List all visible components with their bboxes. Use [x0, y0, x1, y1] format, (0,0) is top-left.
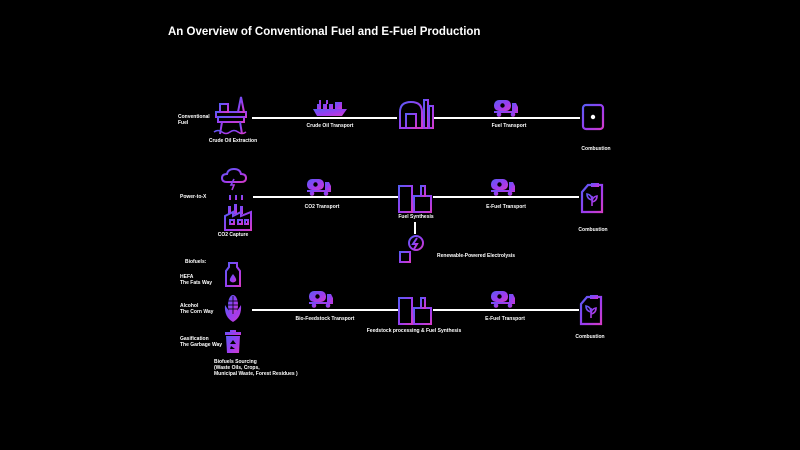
label-fuel-transport: Fuel Transport — [491, 123, 527, 129]
label-combustion-1: Combustion — [581, 146, 611, 152]
flow-line-vertical — [414, 222, 416, 234]
refinery-icon — [398, 99, 434, 129]
electrolysis-icon — [399, 235, 430, 263]
label-bio-feedstock-transport: Bio-Feedstock Transport — [295, 316, 355, 322]
flow-line — [433, 196, 579, 198]
corn-icon — [224, 295, 242, 322]
label-biofuels-sourcing: Biofuels Sourcing (Waste Oils, Crops, Mu… — [214, 359, 298, 377]
flow-line — [434, 117, 580, 119]
label-crude-oil-extraction: Crude Oil Extraction — [208, 138, 258, 144]
row-label-conventional: Conventional Fuel — [178, 114, 210, 126]
label-crude-oil-transport: Crude Oil Transport — [306, 123, 354, 129]
jerrycan-icon — [579, 295, 603, 326]
page-title: An Overview of Conventional Fuel and E-F… — [168, 26, 481, 38]
tanker-truck-icon — [309, 291, 333, 308]
label-electrolysis: Renewable-Powered Electrolysis — [437, 253, 516, 259]
tanker-truck-icon — [491, 291, 515, 308]
cloud-icon — [220, 167, 248, 191]
biofuels-heading: Biofuels: — [185, 259, 207, 265]
barrel-icon — [581, 103, 605, 131]
tanker-truck-icon — [491, 179, 515, 196]
factory-icon — [224, 195, 252, 231]
jerrycan-icon — [580, 183, 604, 214]
flow-line — [253, 196, 398, 198]
label-alcohol: Alcohol The Corn Way — [180, 303, 214, 315]
label-gasification: Gasification The Garbage Way — [180, 336, 223, 348]
label-hefa: HEFA The Fats Way — [180, 274, 213, 286]
oil-drop-bottle-icon — [225, 262, 241, 287]
tanker-truck-icon — [494, 100, 518, 117]
ship-icon — [313, 100, 347, 116]
label-efuel-transport-2: E-Fuel Transport — [485, 316, 525, 322]
label-feedstock-processing: Feedstock processing & Fuel Synthesis — [366, 328, 462, 334]
label-co2-transport: CO2 Transport — [304, 204, 340, 210]
plant-icon — [398, 185, 432, 213]
label-co2-capture: CO2 Capture — [217, 232, 249, 238]
tanker-truck-icon — [307, 179, 331, 196]
label-combustion-3: Combustion — [575, 334, 605, 340]
label-combustion-2: Combustion — [578, 227, 608, 233]
label-fuel-synthesis: Fuel Synthesis — [398, 214, 434, 220]
flow-line — [433, 309, 579, 311]
flow-line — [252, 309, 398, 311]
flow-line — [252, 117, 397, 119]
oil-rig-icon — [213, 96, 247, 135]
label-efuel-transport-1: E-Fuel Transport — [486, 204, 526, 210]
plant-icon — [398, 297, 432, 325]
recycle-bin-icon — [225, 330, 241, 353]
row-label-power-to-x: Power-to-X — [180, 194, 207, 200]
